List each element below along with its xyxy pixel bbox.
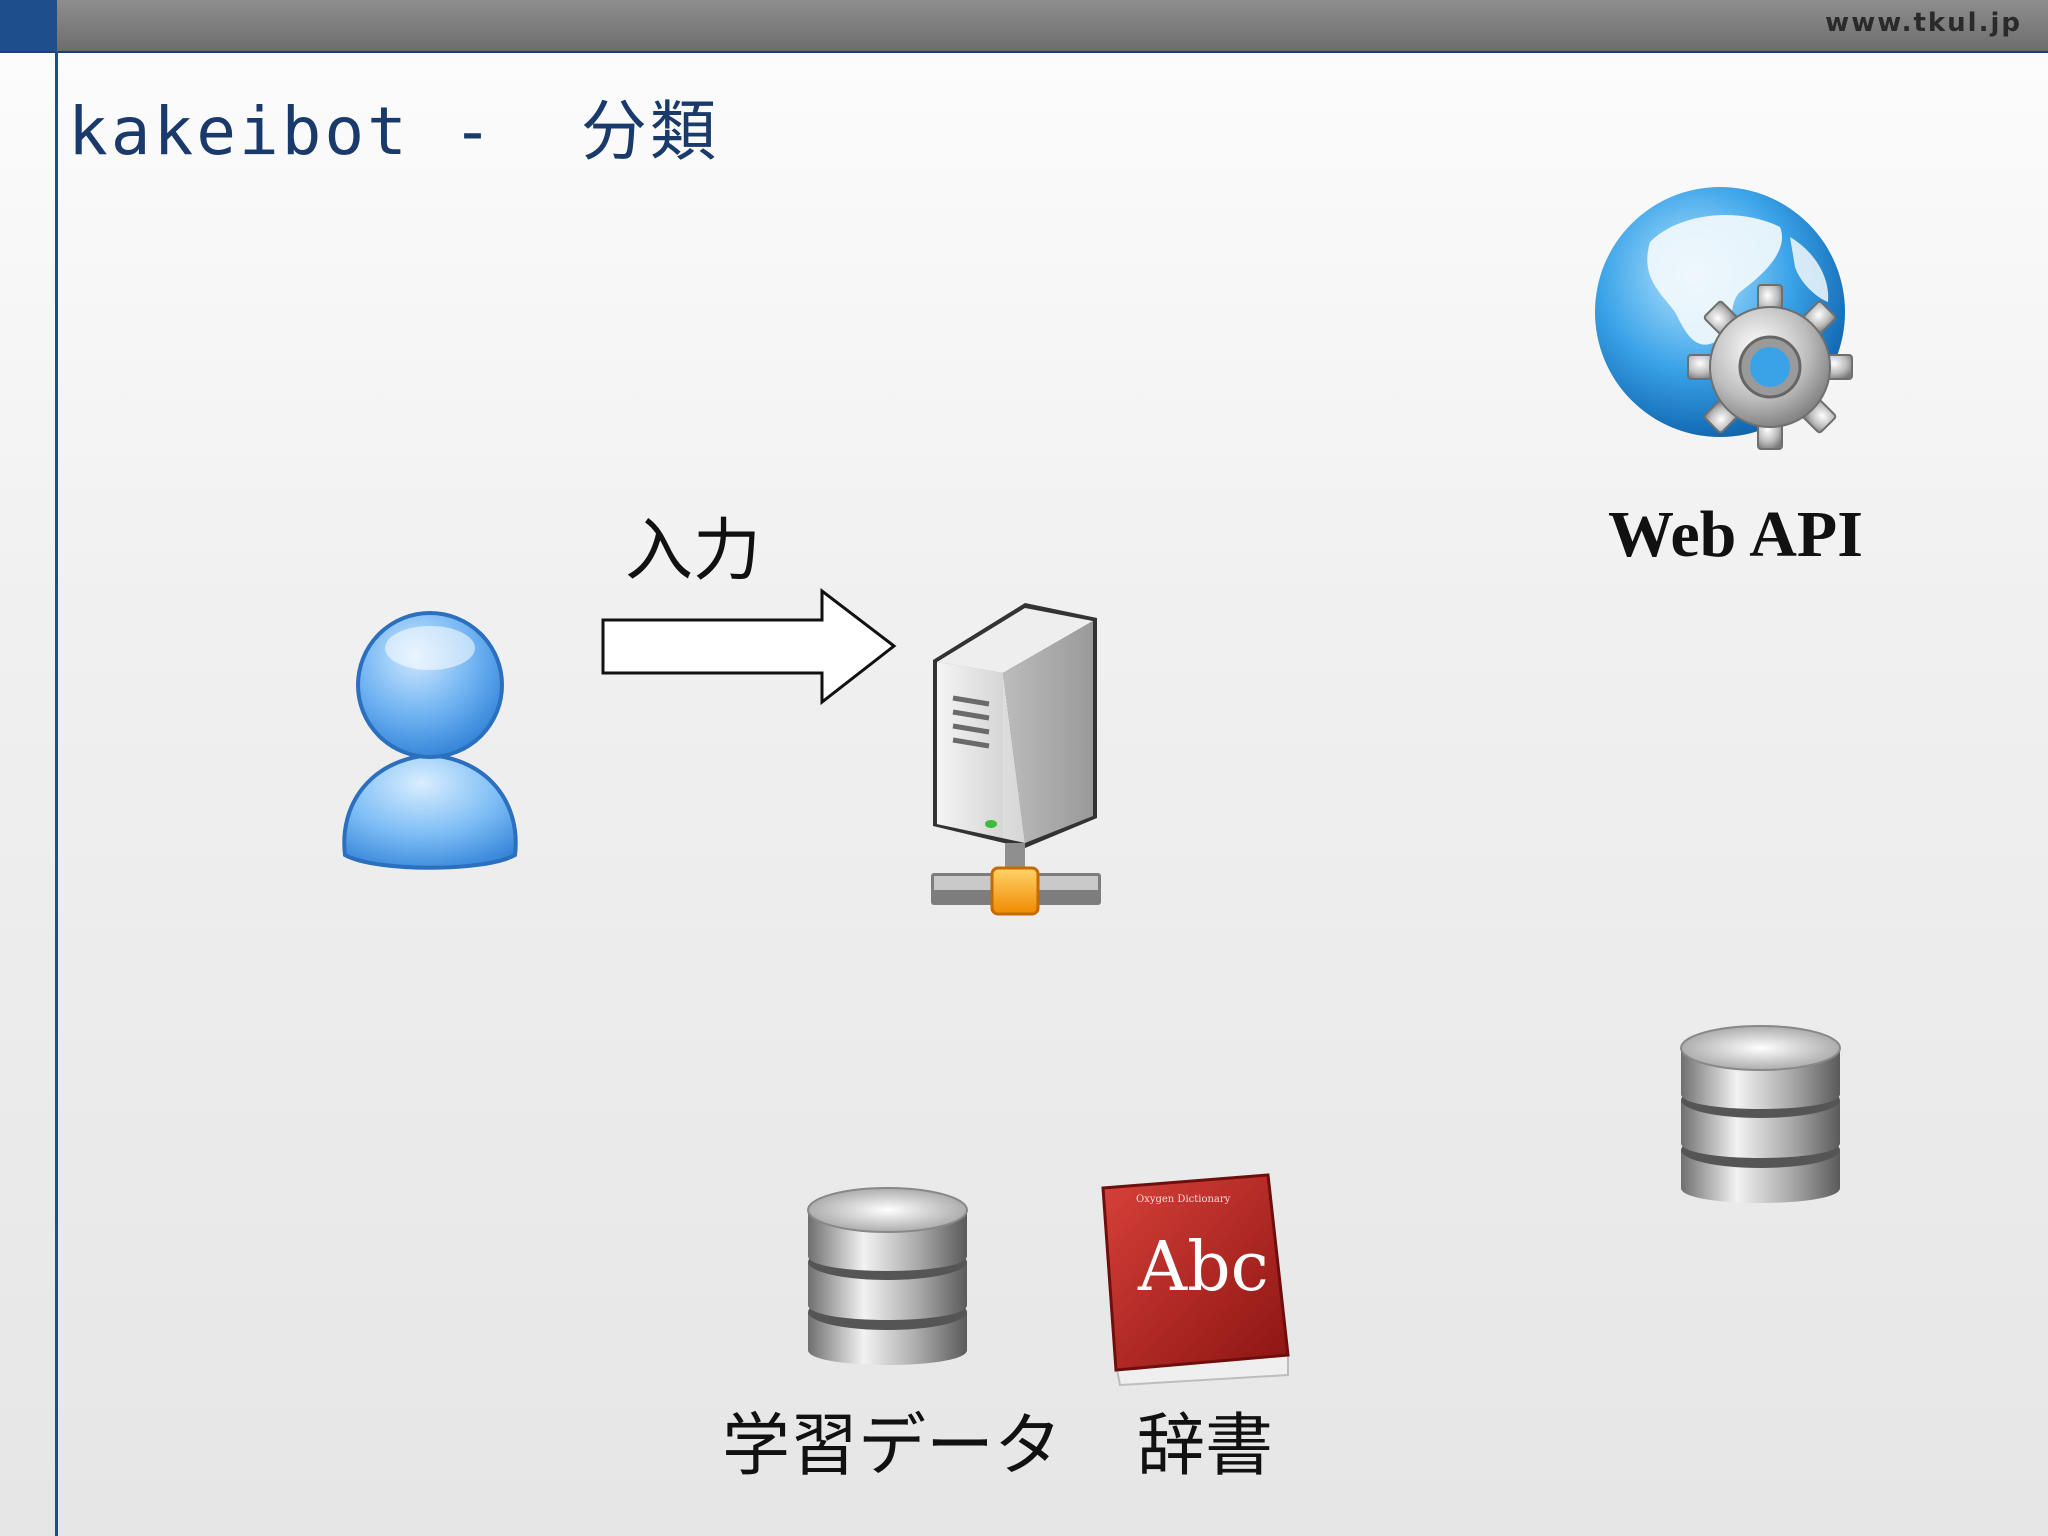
site-url: www.tkul.jp: [1825, 8, 2022, 38]
training-data-database-icon: [807, 1187, 968, 1365]
input-arrow: [601, 588, 897, 706]
book-cover-text: Abc: [1137, 1228, 1269, 1307]
left-rule: [55, 51, 58, 1536]
web-api-icon: [1595, 187, 1853, 450]
top-bar: www.tkul.jp: [0, 0, 2048, 53]
dictionary-label: 辞書: [1137, 1407, 1274, 1486]
arrow-label: 入力: [625, 512, 762, 591]
slide-title: kakeibot - 分類: [68, 93, 719, 170]
dictionary-book-icon: Oxygen Dictionary Abc: [1101, 1173, 1290, 1387]
top-bar-accent: [0, 0, 57, 51]
book-small-title: Oxygen Dictionary: [1136, 1194, 1231, 1205]
server-icon: [931, 603, 1101, 916]
web-api-label: Web API: [1608, 498, 1863, 571]
user-icon: [342, 611, 518, 870]
web-api-database-icon: [1680, 1025, 1841, 1203]
training-data-label: 学習データ: [722, 1407, 1063, 1486]
